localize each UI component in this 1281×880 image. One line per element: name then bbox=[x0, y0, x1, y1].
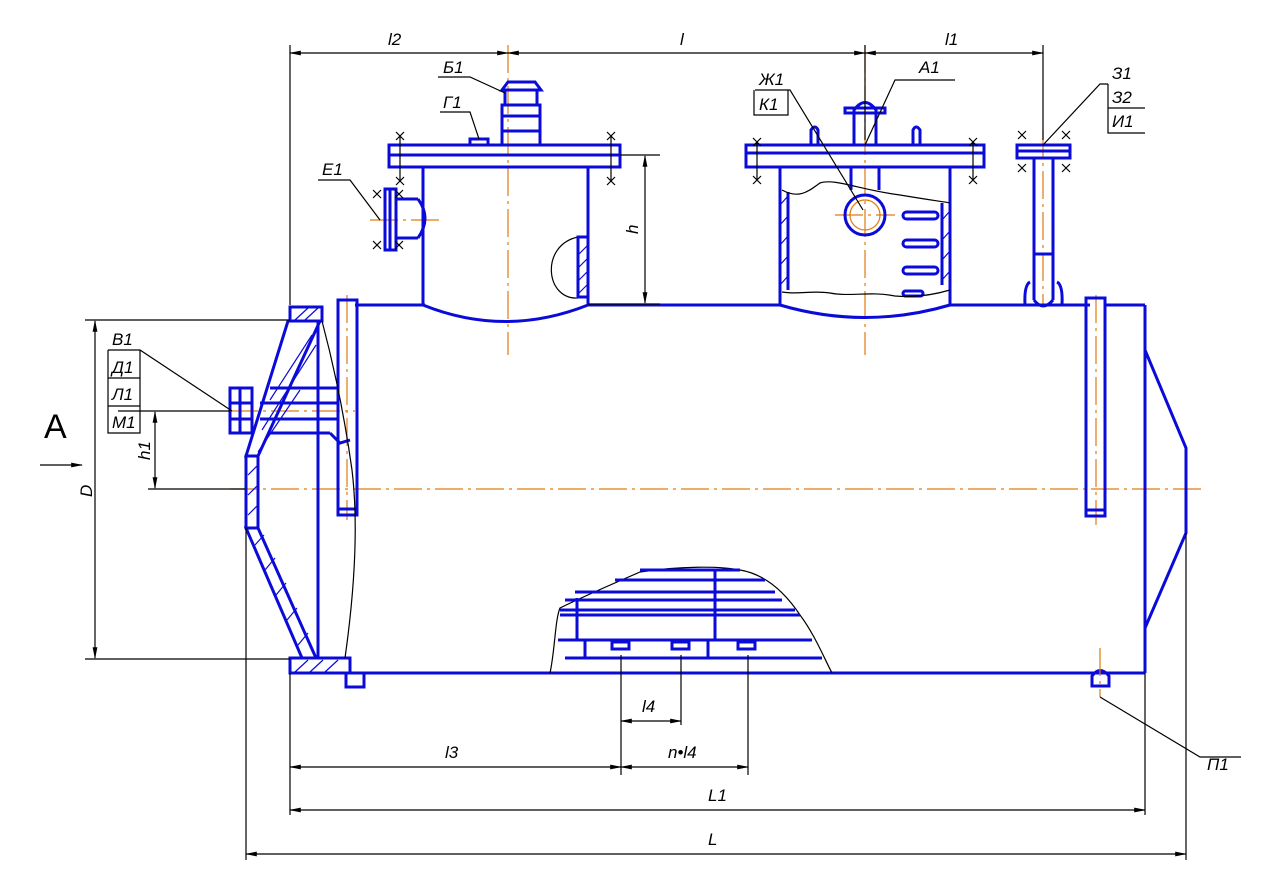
hatch-left-head bbox=[247, 307, 339, 673]
dim-l2: l2 bbox=[388, 30, 402, 49]
dimension-lines bbox=[40, 45, 1188, 860]
dim-h1: h1 bbox=[135, 441, 154, 460]
left-dome bbox=[372, 80, 622, 323]
dim-l: l bbox=[680, 30, 685, 49]
drain-nozzle bbox=[1090, 648, 1111, 697]
callout-i1: И1 bbox=[1112, 112, 1134, 131]
callout-a1: А1 bbox=[918, 58, 940, 77]
callout-l1: Л1 bbox=[111, 385, 133, 404]
dim-d: D bbox=[77, 485, 96, 497]
callout-v1: В1 bbox=[112, 330, 133, 349]
dim-l3: l3 bbox=[445, 743, 459, 762]
dim-L1: L1 bbox=[708, 786, 727, 805]
dim-n-l4: n•l4 bbox=[668, 743, 697, 762]
callout-k1: К1 bbox=[759, 95, 778, 114]
vent-pipe bbox=[1015, 130, 1072, 308]
dim-l4: l4 bbox=[642, 697, 655, 716]
tank-shell bbox=[290, 296, 1188, 675]
left-head-section bbox=[228, 298, 366, 689]
callout-d1: Д1 bbox=[110, 358, 133, 377]
callout-b1: Б1 bbox=[443, 58, 464, 77]
callout-m1: М1 bbox=[112, 413, 136, 432]
callout-z2: З2 bbox=[1112, 88, 1132, 107]
leader-lines bbox=[107, 76, 1241, 758]
callout-z1: З1 bbox=[1112, 64, 1132, 83]
callout-p1: П1 bbox=[1207, 755, 1229, 774]
dim-l1: l1 bbox=[945, 30, 958, 49]
view-marker-a: A bbox=[44, 408, 67, 446]
internal-cutaway bbox=[549, 566, 833, 674]
dim-L: L bbox=[708, 830, 717, 849]
callout-zh1: Ж1 bbox=[758, 70, 784, 89]
right-dome bbox=[744, 101, 986, 319]
callout-e1: Е1 bbox=[322, 160, 343, 179]
callout-g1: Г1 bbox=[443, 93, 462, 112]
dim-h: h bbox=[623, 225, 642, 234]
